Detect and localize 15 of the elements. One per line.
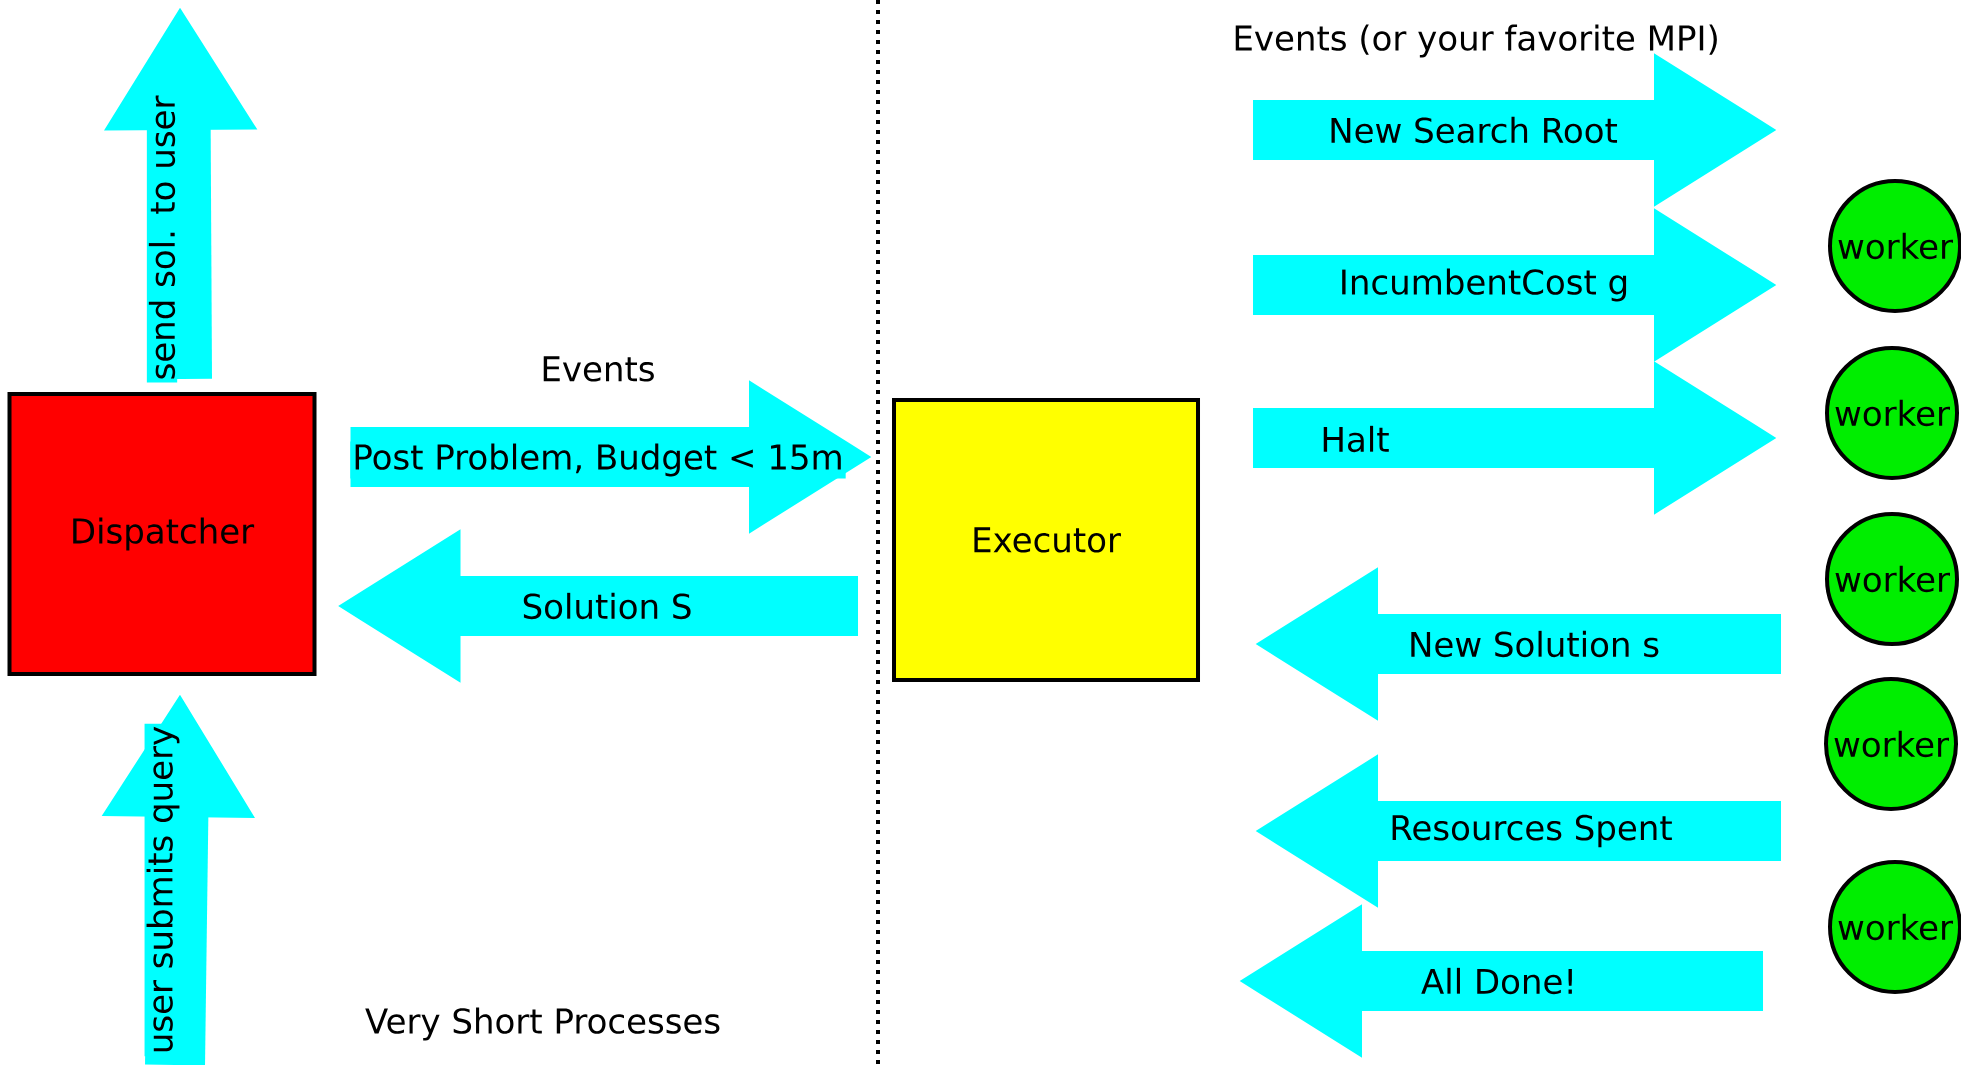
arrow-label: New Search Root [1326,114,1620,146]
edge-label: send sol. to user [146,93,178,383]
arrow-label: Resources Spent [1387,812,1675,850]
edge-label: user submits query [144,723,182,1057]
process-box: Dispatcher [7,392,317,676]
arrow-label: All Done! [1419,965,1580,997]
text-label: Events (or your favorite MPI) [1235,24,1717,58]
arrow-label: Halt [1318,423,1392,455]
edge-label: Post Problem, Budget < 15m [350,441,846,479]
arrow-label: New Solution s [1406,628,1662,660]
edge-label: Solution S [519,590,695,622]
text-label: Very Short Processes [365,1007,720,1041]
process-box: Executor [892,398,1200,682]
arrow-label: IncumbentCost g [1336,266,1632,304]
text-label: Events [543,356,654,382]
